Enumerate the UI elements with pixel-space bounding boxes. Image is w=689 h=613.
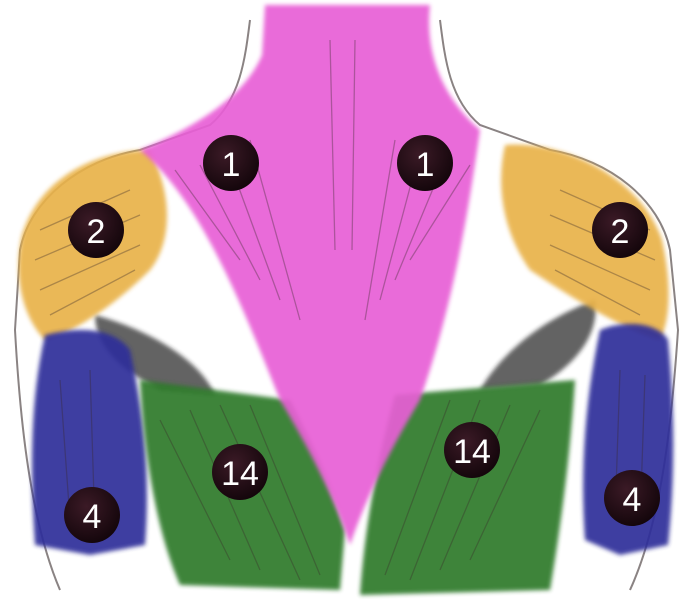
label-triceps-left: 4 <box>64 487 120 543</box>
label-trapezius-right: 1 <box>397 135 453 191</box>
svg-text:4: 4 <box>83 498 102 536</box>
label-latissimus-right: 14 <box>444 422 500 478</box>
svg-text:2: 2 <box>87 213 106 251</box>
armpit-shadow-right <box>480 300 596 390</box>
label-trapezius-left: 1 <box>203 135 259 191</box>
svg-text:2: 2 <box>611 213 630 251</box>
label-deltoid-left: 2 <box>68 202 124 258</box>
svg-text:4: 4 <box>623 481 642 519</box>
svg-text:1: 1 <box>416 146 435 184</box>
svg-text:14: 14 <box>453 433 491 471</box>
label-triceps-right: 4 <box>604 470 660 526</box>
svg-text:1: 1 <box>222 146 241 184</box>
label-latissimus-left: 14 <box>212 444 268 500</box>
svg-text:14: 14 <box>221 455 259 493</box>
label-deltoid-right: 2 <box>592 202 648 258</box>
